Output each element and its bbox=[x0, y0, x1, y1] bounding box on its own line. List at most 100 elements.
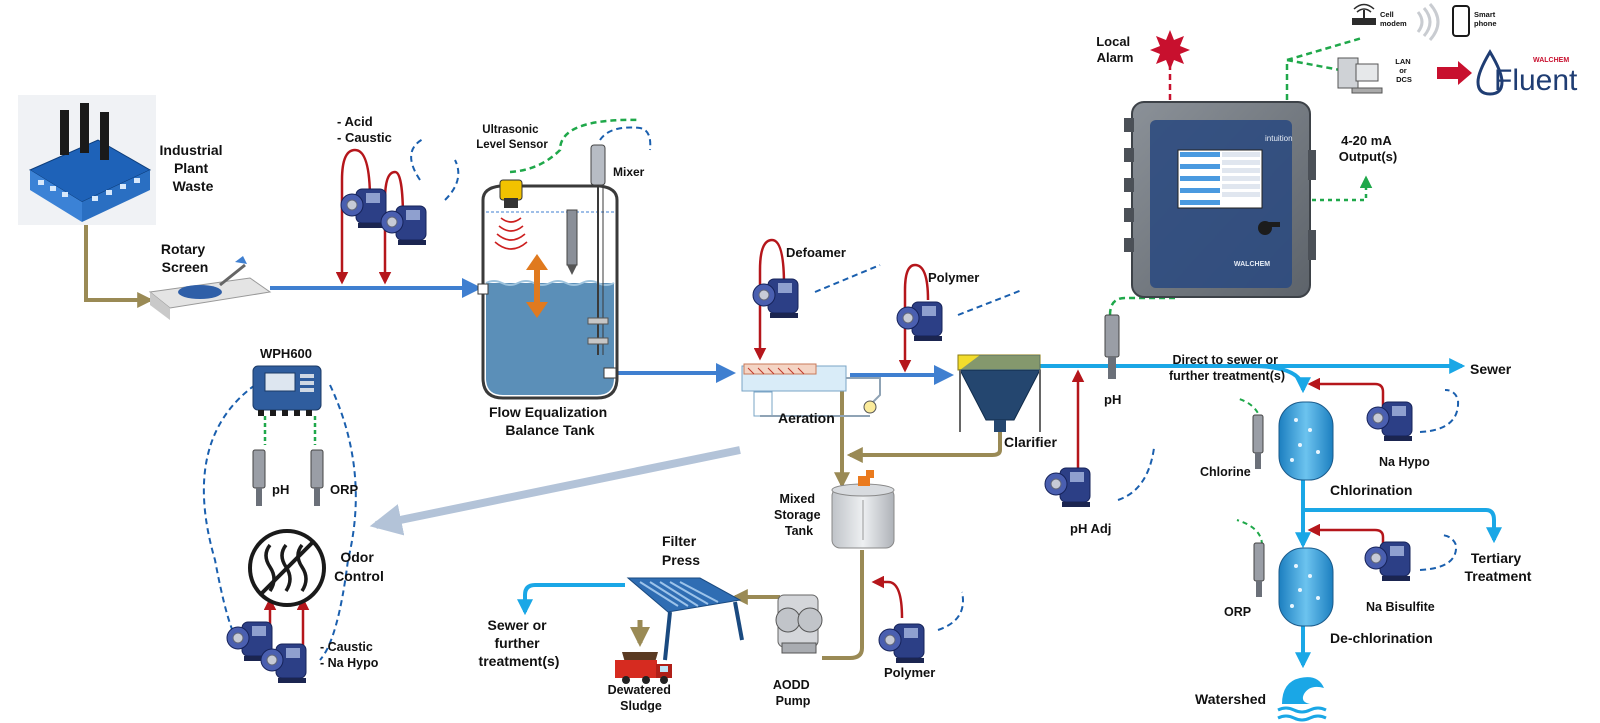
cell-modem-icon bbox=[1352, 3, 1376, 25]
lan-dcs-label: LAN or DCS bbox=[1395, 57, 1413, 84]
smartphone-icon bbox=[1452, 5, 1470, 37]
label-line: Tank bbox=[785, 524, 813, 538]
odor-caustic-pump-icon bbox=[226, 621, 273, 661]
ph-adj-label: pH Adj bbox=[1070, 521, 1111, 536]
wph600-label: WPH600 bbox=[260, 346, 312, 361]
aeration-basin bbox=[741, 363, 881, 417]
air-to-odor-arrow bbox=[369, 446, 741, 536]
sludge-truck-icon bbox=[615, 652, 672, 684]
label-line: further bbox=[494, 635, 540, 651]
label-line: Cell bbox=[1380, 10, 1394, 19]
label-line: Screen bbox=[162, 259, 209, 275]
na-bisulfite-label: Na Bisulfite bbox=[1366, 600, 1435, 614]
na-hypo-label: Na Hypo bbox=[1379, 455, 1430, 469]
caustic-left-label: - Caustic bbox=[320, 640, 373, 654]
caustic-line bbox=[378, 170, 405, 285]
polymer-bottom-line bbox=[871, 575, 904, 619]
label-line: Treatment bbox=[1465, 568, 1532, 584]
sewer-further-label: Sewer or further treatment(s) bbox=[479, 617, 560, 669]
output-label: 4-20 mA Output(s) bbox=[1339, 133, 1397, 164]
odor-control-label: Odor Control bbox=[334, 549, 384, 584]
label-line: Pump bbox=[776, 694, 811, 708]
arrow-to-fluent-icon bbox=[1437, 61, 1472, 85]
label-line: Press bbox=[662, 552, 700, 568]
dechlorination-vessel bbox=[1278, 547, 1334, 627]
signal-lan bbox=[1286, 58, 1341, 72]
orp-left-label: ORP bbox=[330, 482, 359, 497]
wireless-icon bbox=[1416, 3, 1440, 41]
tertiary-label: Tertiary Treatment bbox=[1465, 550, 1532, 584]
filter-press-label: Filter Press bbox=[662, 533, 700, 568]
storage-tank-label: Mixed Storage Tank bbox=[774, 492, 824, 538]
label-line: Level Sensor bbox=[476, 139, 548, 151]
to-tertiary-pipe bbox=[1303, 508, 1502, 544]
signal-wph-right bbox=[319, 384, 357, 661]
rotary-screen-label: Rotary Screen bbox=[161, 241, 209, 275]
defoamer-line bbox=[753, 238, 786, 361]
signal-level-sensor bbox=[509, 118, 641, 174]
filter-press bbox=[626, 577, 744, 661]
sewer-label: Sewer bbox=[1470, 361, 1512, 377]
label-line: Alarm bbox=[1097, 50, 1134, 65]
label-line: Filter bbox=[662, 533, 697, 549]
alarm-icon bbox=[1150, 30, 1190, 70]
walchem-controller: intuition WALCHEM bbox=[1124, 101, 1316, 298]
orp-right-label: ORP bbox=[1224, 605, 1251, 619]
fluent-logo-word: Fluent bbox=[1494, 64, 1578, 97]
dewatered-sludge-label: Dewatered Sludge bbox=[608, 683, 675, 713]
local-alarm-label: Local Alarm bbox=[1096, 34, 1134, 65]
label-line: Mixed bbox=[780, 492, 815, 506]
polymer-top-line bbox=[898, 263, 930, 373]
signal-mixer bbox=[599, 126, 652, 151]
storage-to-aodd-pipe bbox=[822, 550, 864, 660]
label-line: Direct to sewer or bbox=[1172, 353, 1278, 367]
chlorine-probe bbox=[1252, 414, 1264, 469]
signal-4-20 bbox=[1312, 175, 1373, 202]
controller-brand: intuition bbox=[1265, 134, 1293, 143]
label-line: Tertiary bbox=[1471, 550, 1522, 566]
industrial-plant-label: Industrial Plant Waste bbox=[160, 142, 227, 194]
acid-pump-icon bbox=[340, 188, 387, 228]
aodd-label: AODD Pump bbox=[773, 678, 813, 708]
label-line: Ultrasonic bbox=[482, 124, 539, 136]
direct-to-sewer-label: Direct to sewer or further treatment(s) bbox=[1169, 353, 1285, 383]
label-line: Control bbox=[334, 568, 384, 584]
chlorination-vessel bbox=[1278, 401, 1334, 481]
ph-probe-main bbox=[1104, 314, 1120, 379]
orp-probe-right bbox=[1253, 542, 1265, 597]
ph-left-label: pH bbox=[272, 482, 289, 497]
label-line: Rotary bbox=[161, 241, 206, 257]
label-line: Plant bbox=[174, 160, 209, 176]
label-line: Flow Equalization bbox=[489, 404, 607, 420]
ph-adj-pump-icon bbox=[1044, 467, 1091, 507]
label-line: Industrial bbox=[160, 142, 223, 158]
acid-label: - Acid bbox=[337, 114, 373, 129]
fluent-logo: WALCHEM Fluent bbox=[1476, 49, 1578, 97]
label-line: Local bbox=[1096, 34, 1130, 49]
label-line: treatment(s) bbox=[479, 653, 560, 669]
label-line: phone bbox=[1474, 19, 1497, 28]
cell-modem-label: Cell modem bbox=[1380, 10, 1407, 28]
aodd-pump bbox=[775, 594, 823, 654]
ph-main-label: pH bbox=[1104, 392, 1121, 407]
signal-ph-adj bbox=[1117, 447, 1155, 501]
ultrasonic-level-sensor bbox=[494, 179, 528, 250]
caustic-label: - Caustic bbox=[337, 130, 392, 145]
label-line: or bbox=[1399, 66, 1407, 75]
signal-polymer-bottom bbox=[937, 591, 964, 631]
polymer-bottom-label: Polymer bbox=[884, 665, 935, 680]
label-line: further treatment(s) bbox=[1169, 369, 1285, 383]
no-odor-icon bbox=[248, 529, 326, 607]
mixed-storage-tank bbox=[831, 470, 895, 549]
press-filtrate-pipe bbox=[517, 583, 625, 616]
label-line: 4-20 mA bbox=[1341, 133, 1392, 148]
signal-caustic-pump bbox=[444, 159, 460, 201]
rotary-screen bbox=[148, 256, 272, 320]
label-line: DCS bbox=[1396, 75, 1412, 84]
signal-wph-left bbox=[202, 384, 256, 646]
label-line: LAN bbox=[1395, 57, 1410, 66]
process-pipes bbox=[84, 222, 1502, 669]
na-bisulfite-pump-icon bbox=[1364, 541, 1411, 581]
industrial-plant bbox=[18, 95, 156, 225]
label-line: Sludge bbox=[620, 699, 662, 713]
